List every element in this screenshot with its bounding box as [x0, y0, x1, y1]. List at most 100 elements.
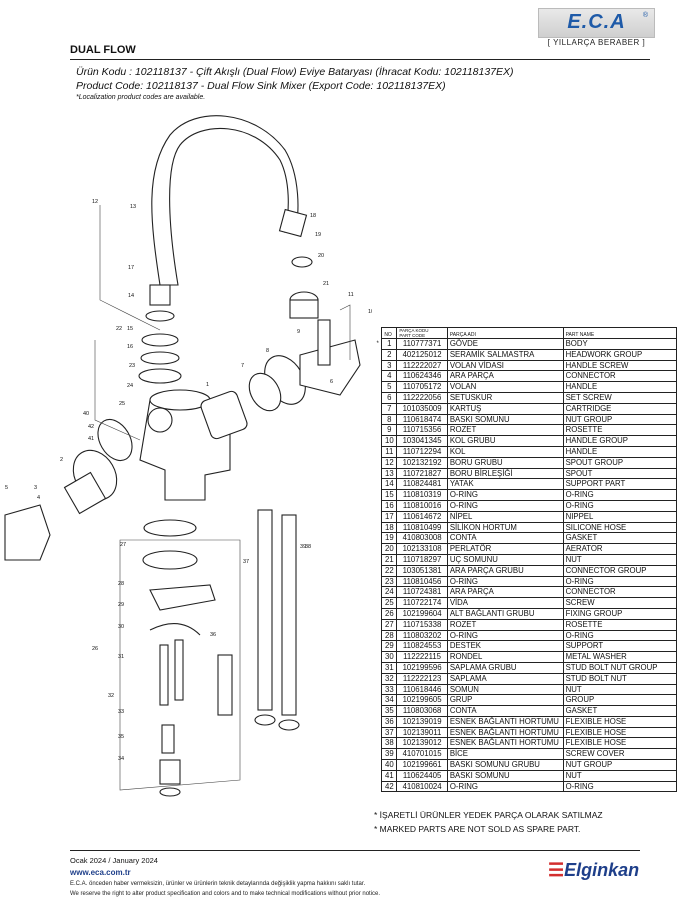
row-mark	[374, 695, 382, 706]
row-mark	[374, 490, 382, 501]
row-name-en: HANDLE	[562, 445, 677, 458]
row-no: 11	[381, 445, 398, 458]
header-code: PARÇA KODU PART CODE	[396, 327, 448, 339]
row-name-en: NIPPEL	[562, 510, 677, 523]
svg-text:24: 24	[127, 383, 133, 389]
svg-text:16: 16	[127, 344, 133, 350]
row-no: 28	[381, 629, 398, 642]
logo-text: E.C.A	[567, 11, 626, 33]
row-name-tr: KOL GRUBU	[446, 435, 564, 447]
row-mark	[374, 544, 382, 555]
row-name-en: STUD BOLT NUT GROUP	[562, 661, 677, 674]
row-no: 14	[381, 478, 398, 491]
row-mark	[374, 760, 382, 771]
row-name-en: SPOUT GROUP	[562, 456, 677, 469]
row-name-en: ROSETTE	[562, 424, 677, 437]
row-name-en: HANDLE SCREW	[562, 359, 677, 372]
row-no: 42	[381, 780, 398, 793]
row-name-en: CARTRIDGE	[562, 402, 677, 415]
row-code: 110618446	[396, 683, 448, 696]
row-name-en: HANDLE GROUP	[562, 435, 677, 447]
row-mark	[374, 533, 382, 544]
row-code: 110624405	[396, 769, 448, 782]
row-name-tr: ARA PARÇA	[446, 370, 564, 383]
svg-text:23: 23	[129, 363, 135, 369]
row-mark	[374, 500, 382, 511]
row-no: 34	[381, 694, 398, 707]
row-name-en: HANDLE	[562, 381, 677, 393]
row-name-en: NUT	[562, 769, 677, 782]
svg-text:38: 38	[305, 544, 311, 550]
row-code: 110718297	[396, 553, 448, 566]
row-name-tr: ESNEK BAĞLANTI HORTUMU	[446, 726, 564, 739]
svg-text:10: 10	[368, 309, 372, 315]
row-code: 110712294	[396, 445, 448, 458]
row-code: 110722174	[396, 597, 448, 609]
row-code: 102139012	[396, 737, 448, 750]
divider	[70, 59, 650, 60]
row-name-en: SCREW COVER	[562, 748, 677, 761]
row-no: 24	[381, 586, 398, 599]
slogan: [ YILLARÇA BERABER ]	[547, 38, 646, 47]
row-mark	[374, 565, 382, 576]
row-name-tr: DESTEK	[446, 640, 564, 653]
row-code: 112222056	[396, 391, 448, 404]
svg-text:22: 22	[116, 326, 122, 332]
elginkan-logo: ☰Elginkan	[548, 860, 640, 880]
svg-text:39: 39	[300, 544, 306, 550]
row-mark	[374, 360, 382, 371]
svg-text:1: 1	[206, 382, 209, 388]
row-name-tr: BORU BİRLEŞİĞİ	[446, 467, 564, 480]
row-code: 112222123	[396, 672, 448, 685]
row-no: 8	[381, 413, 398, 426]
svg-text:12: 12	[92, 199, 98, 205]
website-link[interactable]: www.eca.com.tr	[70, 868, 131, 877]
row-name-en: HEADWORK GROUP	[562, 348, 677, 361]
svg-text:37: 37	[243, 559, 249, 565]
row-no: 3	[381, 359, 398, 372]
row-mark	[374, 554, 382, 565]
row-no: 41	[381, 769, 398, 782]
row-no: 20	[381, 543, 398, 555]
row-code: 102132192	[396, 456, 448, 469]
row-code: 112222027	[396, 359, 448, 372]
product-code-en: Product Code: 102118137 - Dual Flow Sink…	[76, 80, 446, 92]
row-no: 23	[381, 575, 398, 588]
svg-text:26: 26	[92, 646, 98, 652]
row-mark	[374, 576, 382, 587]
row-code: 410701015	[396, 748, 448, 761]
row-mark	[374, 598, 382, 609]
svg-text:40: 40	[83, 411, 89, 417]
row-code: 102133108	[396, 543, 448, 555]
row-no: 27	[381, 618, 398, 631]
diagram-callouts: 13 12 17 14 15 16 22 23 24 18 19 20 21 1…	[5, 199, 372, 762]
row-code: 110824481	[396, 478, 448, 491]
row-mark	[374, 641, 382, 652]
row-name-tr: ALT BAĞLANTI GRUBU	[446, 607, 564, 620]
row-no: 31	[381, 661, 398, 674]
row-mark	[374, 716, 382, 727]
svg-text:28: 28	[118, 581, 124, 587]
row-no: 10	[381, 435, 398, 447]
row-code: 110618474	[396, 413, 448, 426]
row-name-en: GASKET	[562, 705, 677, 717]
row-name-en: STUD BOLT NUT	[562, 672, 677, 685]
svg-text:7: 7	[241, 363, 244, 369]
row-no: 29	[381, 640, 398, 653]
row-name-tr: CONTA	[446, 532, 564, 545]
row-code: 110810499	[396, 521, 448, 534]
row-code: 112222115	[396, 651, 448, 663]
row-name-tr: O-RING	[446, 780, 564, 793]
